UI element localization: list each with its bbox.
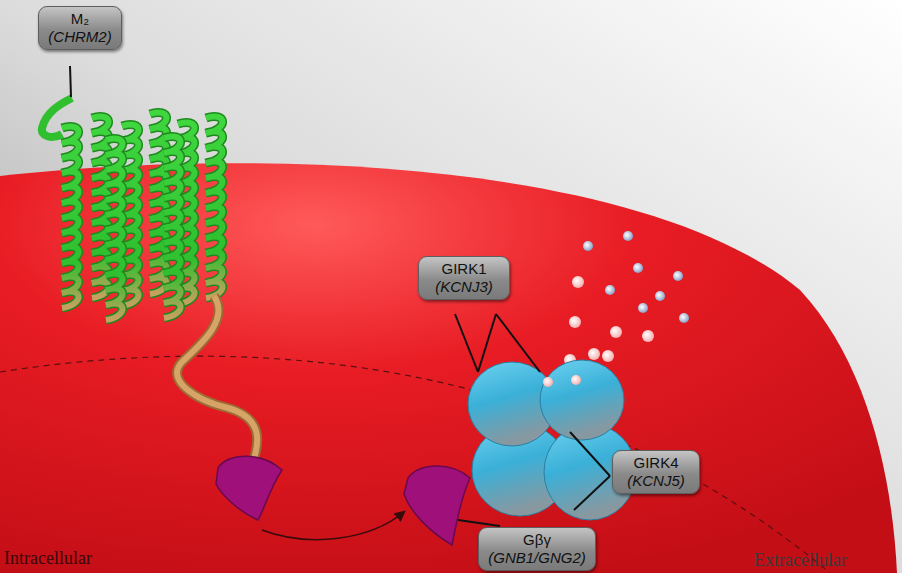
label-box: GIRK4(KCNJ5) — [612, 450, 700, 494]
g-beta-gamma — [216, 456, 470, 545]
region-label: Intracellular — [4, 548, 92, 569]
gene-name: (CHRM2) — [47, 28, 113, 46]
label-box: Gβγ(GNB1/GNG2) — [478, 527, 596, 571]
protein-name: Gβγ — [487, 531, 587, 549]
gene-name: (KCNJ3) — [427, 278, 501, 296]
membrane-line — [0, 356, 830, 573]
protein-name: GIRK4 — [621, 454, 691, 472]
gene-name: (GNB1/GNG2) — [487, 549, 587, 567]
protein-name: GIRK1 — [427, 260, 501, 278]
region-label: Extracellular — [754, 550, 847, 571]
ions — [564, 231, 689, 366]
label-box: GIRK1(KCNJ3) — [418, 256, 510, 300]
protein-name: M₂ — [47, 10, 113, 28]
m2-receptor — [42, 98, 257, 470]
leader-lines — [70, 66, 610, 526]
girk-channel — [468, 360, 636, 520]
label-box: M₂(CHRM2) — [38, 6, 122, 50]
gene-name: (KCNJ5) — [621, 472, 691, 490]
